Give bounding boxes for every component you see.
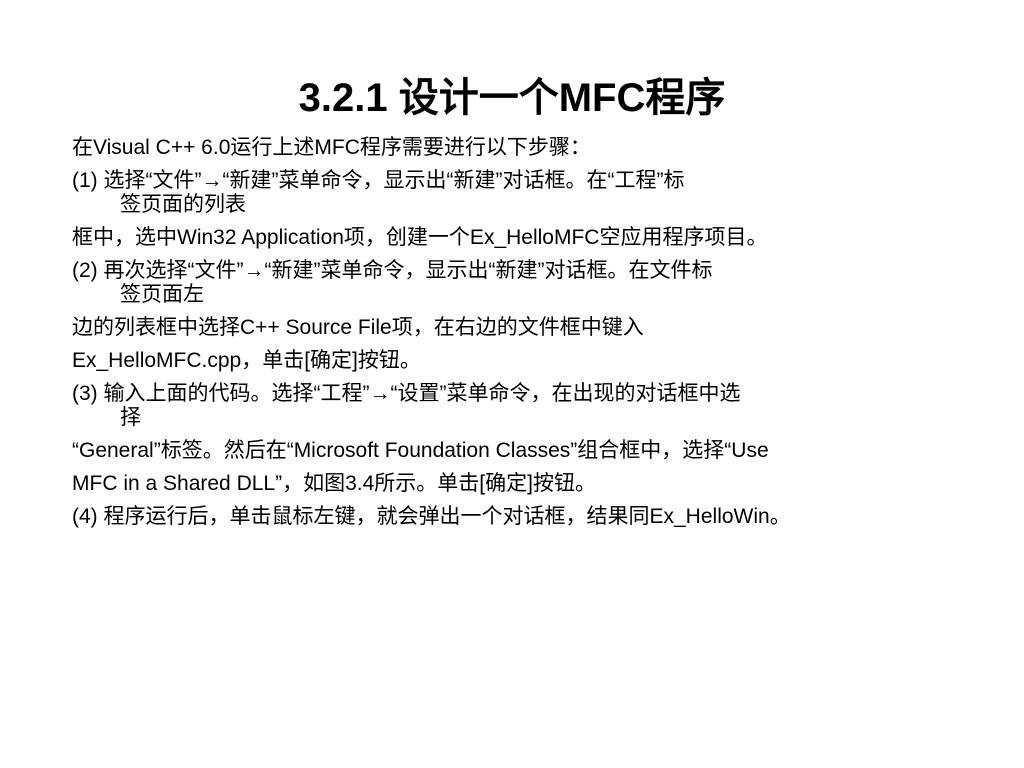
paragraph-text: 在Visual C++ 6.0运行上述MFC程序需要进行以下步骤：: [72, 136, 591, 159]
paragraph-text: 边的列表框中选择C++ Source File项，在右边的文件框中键入: [72, 316, 644, 339]
paragraph-intro: 在Visual C++ 6.0运行上述MFC程序需要进行以下步骤：: [72, 136, 972, 160]
paragraph-step-2-detail: 边的列表框中选择C++ Source File项，在右边的文件框中键入: [72, 316, 972, 340]
paragraph-text: (2) 再次选择“文件”→“新建”菜单命令，显示出“新建”对话框。在文件标: [72, 259, 713, 282]
paragraph-continuation: 签页面的列表: [120, 193, 246, 216]
paragraph-text: “General”标签。然后在“Microsoft Foundation Cla…: [72, 439, 769, 462]
paragraph-text: (4) 程序运行后，单击鼠标左键，就会弹出一个对话框，结果同Ex_HelloWi…: [72, 505, 791, 528]
paragraph-step-1: (1) 选择“文件”→“新建”菜单命令，显示出“新建”对话框。在“工程”标 签页…: [72, 169, 972, 217]
paragraph-step-1-detail: 框中，选中Win32 Application项，创建一个Ex_HelloMFC空…: [72, 226, 972, 250]
paragraph-step-3-dll: MFC in a Shared DLL”，如图3.4所示。单击[确定]按钮。: [72, 472, 972, 496]
paragraph-text: Ex_HelloMFC.cpp，单击[确定]按钮。: [72, 349, 421, 372]
paragraph-text: (1) 选择“文件”→“新建”菜单命令，显示出“新建”对话框。在“工程”标: [72, 169, 685, 192]
paragraph-text: MFC in a Shared DLL”，如图3.4所示。单击[确定]按钮。: [72, 472, 596, 495]
paragraph-step-3-general: “General”标签。然后在“Microsoft Foundation Cla…: [72, 439, 972, 463]
paragraph-continuation: 签页面左: [120, 283, 204, 306]
slide-title: 3.2.1 设计一个MFC程序: [298, 76, 726, 120]
paragraph-step-2: (2) 再次选择“文件”→“新建”菜单命令，显示出“新建”对话框。在文件标 签页…: [72, 259, 972, 307]
paragraph-step-2-filename: Ex_HelloMFC.cpp，单击[确定]按钮。: [72, 349, 972, 373]
paragraph-step-4: (4) 程序运行后，单击鼠标左键，就会弹出一个对话框，结果同Ex_HelloWi…: [72, 505, 972, 529]
paragraph-text: (3) 输入上面的代码。选择“工程”→“设置”菜单命令，在出现的对话框中选: [72, 382, 741, 405]
paragraph-continuation: 择: [120, 406, 141, 429]
paragraph-step-3: (3) 输入上面的代码。选择“工程”→“设置”菜单命令，在出现的对话框中选 择: [72, 382, 972, 430]
paragraph-text: 框中，选中Win32 Application项，创建一个Ex_HelloMFC空…: [72, 226, 768, 249]
slide-body: 在Visual C++ 6.0运行上述MFC程序需要进行以下步骤： (1) 选择…: [72, 136, 972, 538]
